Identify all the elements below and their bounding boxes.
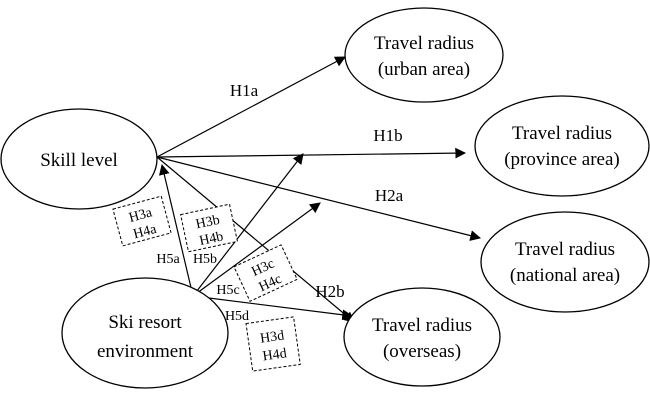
moderator-h3c-h4c: H3c H4c <box>233 244 298 302</box>
node-travel-radius-national: Travel radius (national area) <box>480 211 650 313</box>
node-ski-resort-line2: environment <box>97 341 194 362</box>
edge-h5a <box>158 163 194 297</box>
node-province-line2: (province area) <box>504 149 620 170</box>
moderator-h3b-h4b: H3b H4b <box>180 203 238 253</box>
moderator-h3a-line2: H4a <box>132 222 159 243</box>
node-travel-radius-overseas: Travel radius (overseas) <box>343 287 501 387</box>
edge-label-h1a: H1a <box>230 81 259 100</box>
edge-label-h5b: H5b <box>193 252 217 267</box>
node-travel-radius-urban: Travel radius (urban area) <box>344 7 504 103</box>
node-urban-line2: (urban area) <box>378 59 470 80</box>
edge-h5d <box>192 295 354 321</box>
edge-label-h5d: H5d <box>225 309 249 324</box>
node-overseas-line1: Travel radius <box>372 315 472 336</box>
moderator-h3d-line2: H4d <box>262 346 288 364</box>
node-overseas-line2: (overseas) <box>383 341 461 362</box>
node-skill-level: Skill level <box>0 108 158 210</box>
node-urban-line1: Travel radius <box>374 33 474 54</box>
edge-label-h2a: H2a <box>375 186 404 205</box>
edge-h2a <box>156 156 482 241</box>
edge-label-h2b: H2b <box>315 282 344 301</box>
moderator-h3a-line1: H3a <box>127 205 154 226</box>
edges <box>156 56 482 323</box>
node-ski-resort-environment: Ski resort environment <box>61 277 229 389</box>
edge-h5c <box>192 202 321 297</box>
node-national-line2: (national area) <box>510 265 620 286</box>
moderator-h3b-line1: H3b <box>194 213 221 233</box>
node-national-line1: Travel radius <box>515 239 615 260</box>
edge-label-h1b: H1b <box>373 126 402 145</box>
moderator-h3d-h4d: H3d H4d <box>245 316 301 372</box>
node-ski-resort-line1: Ski resort <box>108 312 182 333</box>
edge-labels: H1a H1b H2a H2b H5a H5b H5c H5d <box>156 81 403 324</box>
edge-h1b <box>156 147 467 159</box>
node-skill-level-label: Skill level <box>40 150 118 171</box>
edge-label-h5a: H5a <box>156 252 180 267</box>
moderator-h3b-line2: H4b <box>198 229 225 249</box>
node-province-line1: Travel radius <box>512 123 612 144</box>
moderator-h3a-h4a: H3a H4a <box>112 195 172 247</box>
moderator-h3d-line1: H3d <box>259 328 285 346</box>
edge-h5b <box>192 153 304 297</box>
edge-h2b <box>156 156 355 323</box>
edge-label-h5c: H5c <box>216 283 239 298</box>
node-travel-radius-province: Travel radius (province area) <box>474 95 650 197</box>
edge-h1a <box>156 56 346 158</box>
